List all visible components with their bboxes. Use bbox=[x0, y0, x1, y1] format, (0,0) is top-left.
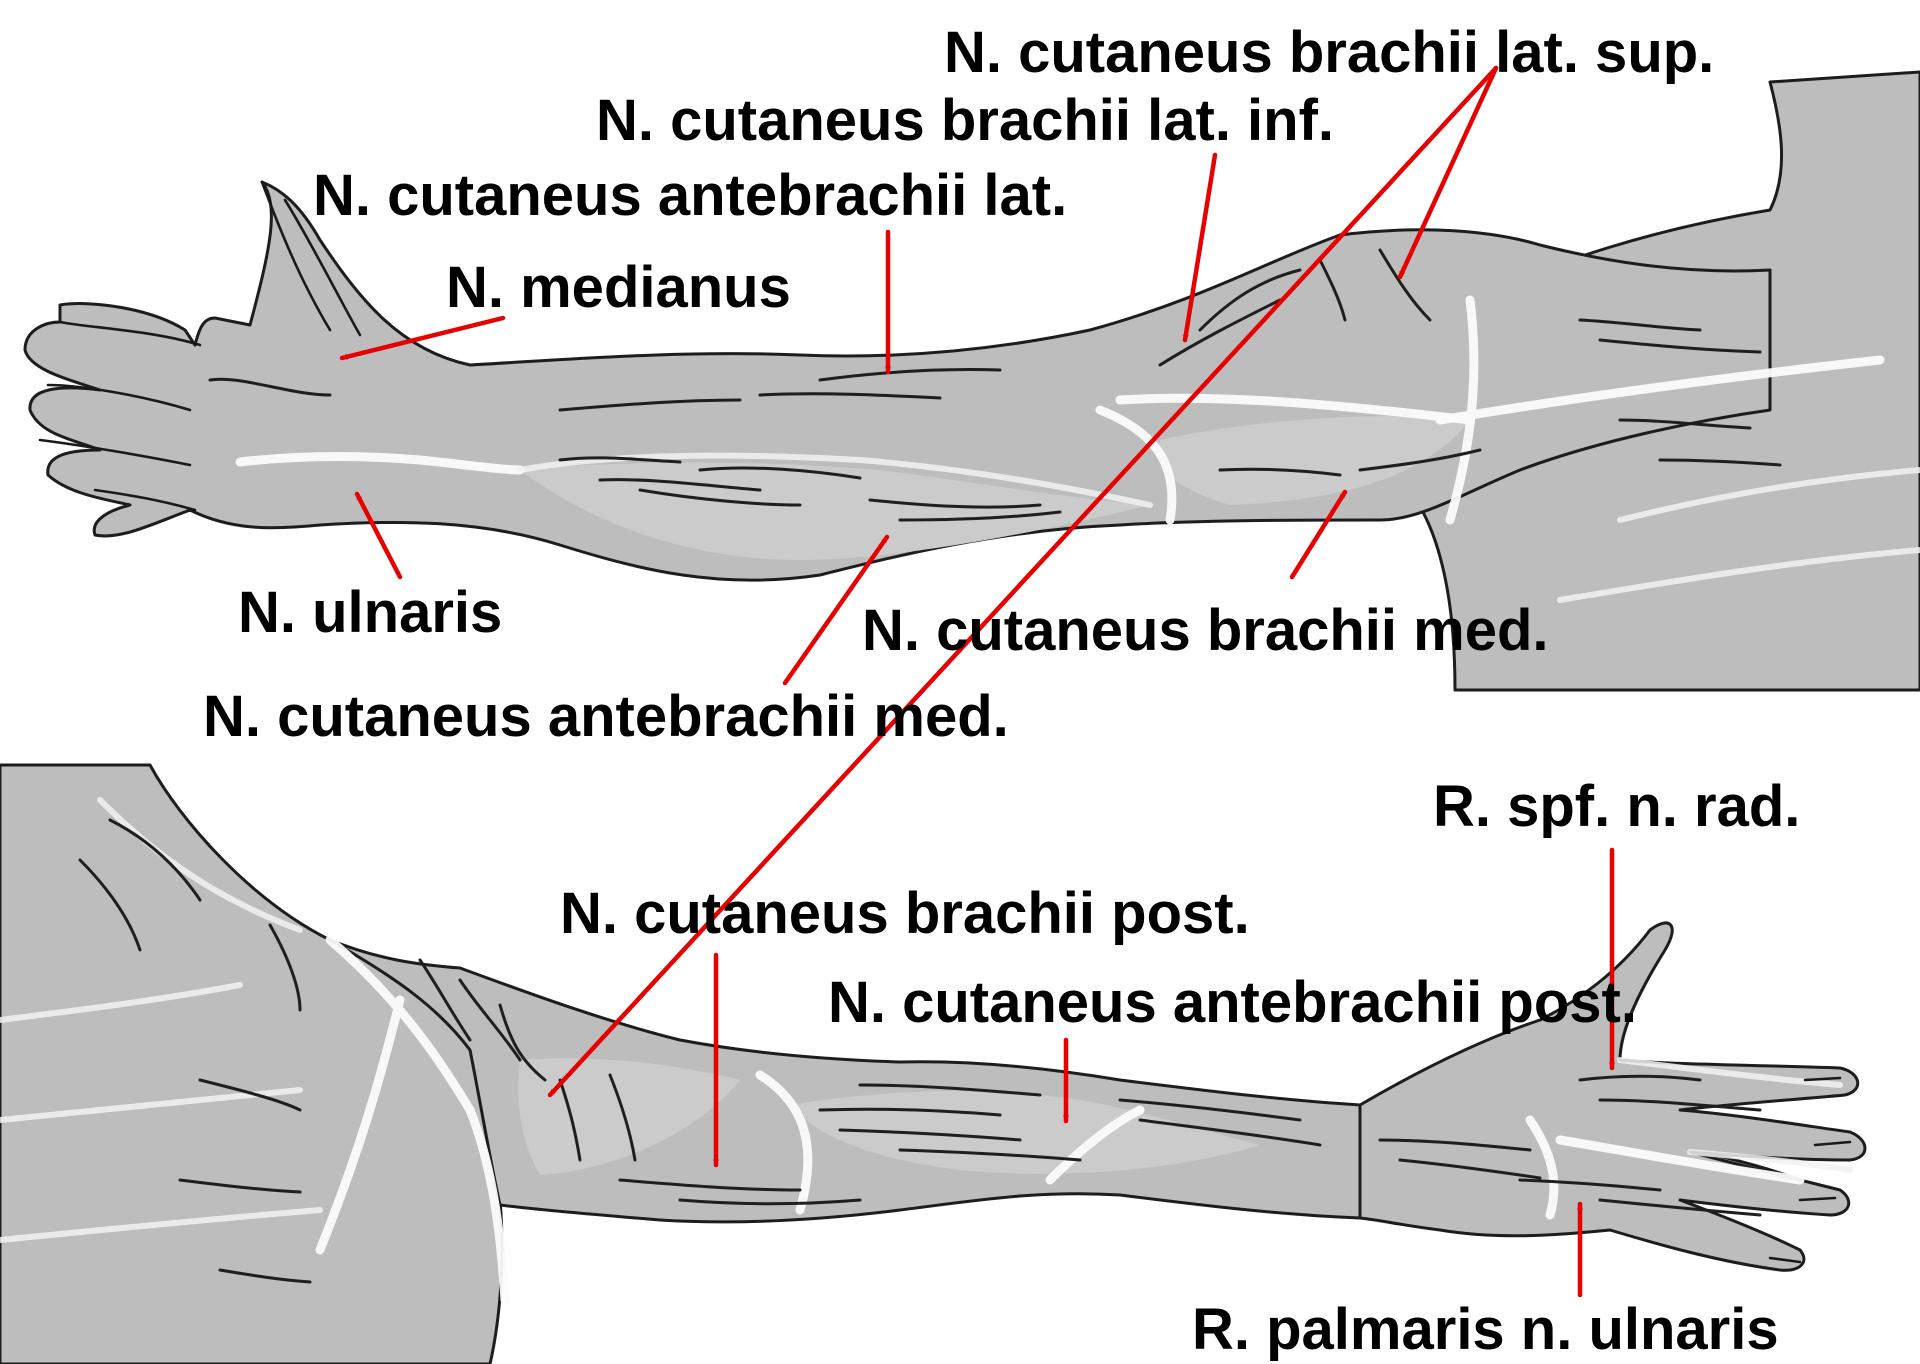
label-cut-brachii-med: N. cutaneus brachii med. bbox=[862, 598, 1549, 663]
label-cut-brachii-lat-inf: N. cutaneus brachii lat. inf. bbox=[596, 88, 1334, 153]
label-cut-antebrachii-lat: N. cutaneus antebrachii lat. bbox=[313, 163, 1067, 228]
label-cut-brachii-lat-sup: N. cutaneus brachii lat. sup. bbox=[944, 20, 1714, 85]
label-cut-antebrachii-post: N. cutaneus antebrachii post. bbox=[828, 970, 1637, 1035]
label-r-spf-n-rad: R. spf. n. rad. bbox=[1433, 774, 1800, 839]
label-cut-brachii-post: N. cutaneus brachii post. bbox=[560, 881, 1250, 946]
label-medianus: N. medianus bbox=[446, 255, 791, 320]
label-ulnaris: N. ulnaris bbox=[238, 580, 502, 645]
label-cut-antebrachii-med: N. cutaneus antebrachii med. bbox=[203, 684, 1009, 749]
posterior-arm-illustration bbox=[0, 765, 1865, 1364]
label-r-palmaris-n-ulnaris: R. palmaris n. ulnaris bbox=[1192, 1297, 1779, 1362]
